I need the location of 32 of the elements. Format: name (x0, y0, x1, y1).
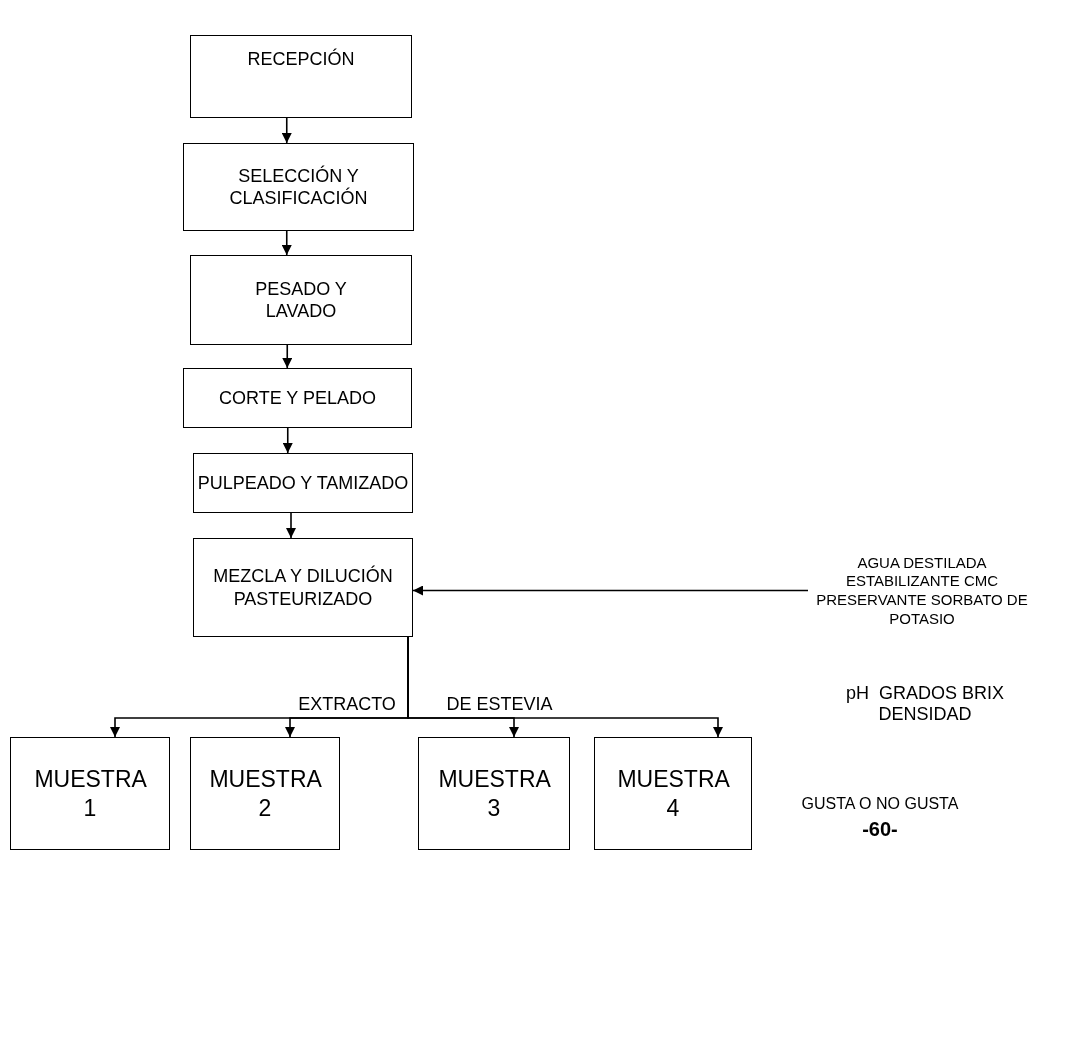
arrow (281, 230, 292, 256)
process-box (183, 368, 412, 428)
text-label: EXTRACTO (297, 694, 397, 715)
step-label: PESADO Y LAVADO (254, 277, 348, 323)
process-box (190, 255, 412, 345)
evaluation-note: GUSTA O NO GUSTA (800, 795, 960, 813)
step-label: MUESTRA 4 (617, 764, 729, 823)
measurement-note: pH GRADOS BRIX DENSIDAD (844, 683, 1005, 725)
text-label: DE ESTEVIA (445, 694, 554, 715)
process-box (594, 737, 752, 850)
step-label: MUESTRA 1 (34, 764, 146, 823)
step-label: SELECCIÓN Y CLASIFICACIÓN (228, 164, 369, 210)
process-box (193, 538, 413, 637)
process-box (190, 35, 412, 118)
arrow (281, 117, 292, 144)
arrow (412, 585, 809, 596)
arrow (286, 512, 296, 539)
step-label: CORTE Y PELADO (218, 386, 377, 410)
step-label: PULPEADO Y TAMIZADO (197, 471, 409, 495)
step-label: RECEPCIÓN (247, 48, 355, 71)
step-label: MEZCLA Y DILUCIÓN PASTEURIZADO (212, 565, 394, 610)
step-label: MUESTRA 2 (209, 764, 321, 823)
process-box (190, 737, 340, 850)
process-box (418, 737, 570, 850)
process-box (10, 737, 170, 850)
process-box (183, 143, 414, 231)
page-number: -60- (861, 818, 899, 841)
input-list-text: AGUA DESTILADA ESTABILIZANTE CMC PRESERVANTE SORBATO DE POTASIO (815, 553, 1029, 629)
step-label: MUESTRA 3 (438, 764, 550, 823)
arrow (282, 344, 293, 369)
process-box (193, 453, 413, 513)
arrow (282, 427, 293, 454)
